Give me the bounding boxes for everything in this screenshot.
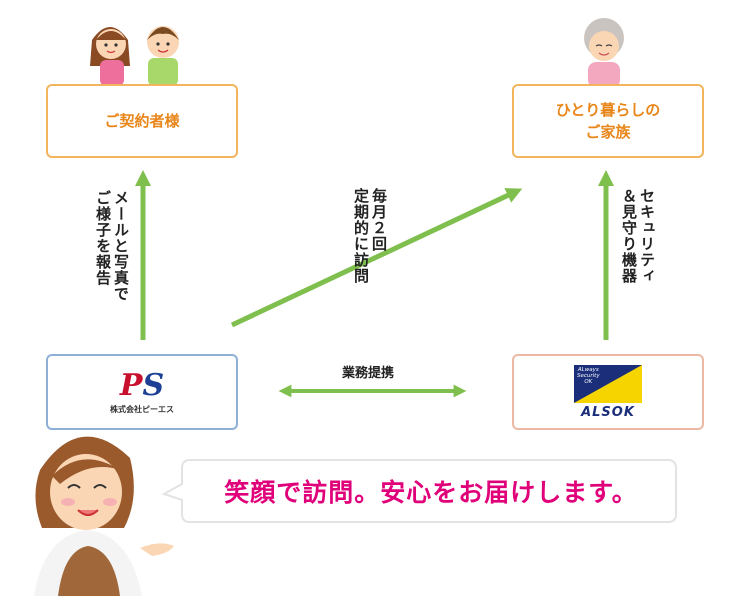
grandma-illustration [584, 18, 624, 88]
ps-logo-s: S [142, 367, 165, 403]
staff-illustration [34, 436, 174, 596]
node-ps: PS 株式会社ピーエス [46, 354, 238, 430]
ps-logo-p: P [119, 367, 143, 403]
edge-label-partnership: 業務提携 [342, 366, 395, 381]
alsok-name: ALSOK [581, 404, 635, 420]
speech-bubble [161, 459, 677, 523]
alsok-mark: ALways Security OK [574, 364, 642, 403]
alsok-tag-line2: Security [577, 372, 600, 379]
node-contractor-label: ご契約者様 [104, 112, 180, 130]
node-alsok: ALways Security OK ALSOK [512, 354, 704, 430]
ps-company-name: 株式会社ピーエス [110, 404, 174, 414]
node-family-label-line2: ご家族 [585, 123, 631, 141]
alsok-logo: ALways Security OK ALSOK [574, 364, 642, 420]
edge-label-visit: 毎月２回 定期的に訪問 [352, 188, 388, 284]
edge-label-security: セキュリティ ＆見守り機器 [620, 188, 656, 284]
node-family-label-line1: ひとり暮らしの [555, 101, 661, 119]
couple-illustration [90, 26, 179, 86]
message-text: 笑顔で訪問。安心をお届けします。 [224, 478, 638, 507]
edge-label-report: メールと写真で ご様子を報告 [94, 190, 130, 302]
arrow-ps-to-family [230, 188, 523, 328]
node-contractor: ご契約者様 [46, 84, 238, 158]
node-family: ひとり暮らしの ご家族 [512, 84, 704, 158]
ps-logo: PS 株式会社ピーエス [110, 367, 174, 415]
alsok-tag-line3: OK [584, 378, 593, 385]
alsok-tag-line1: ALways [577, 366, 599, 373]
